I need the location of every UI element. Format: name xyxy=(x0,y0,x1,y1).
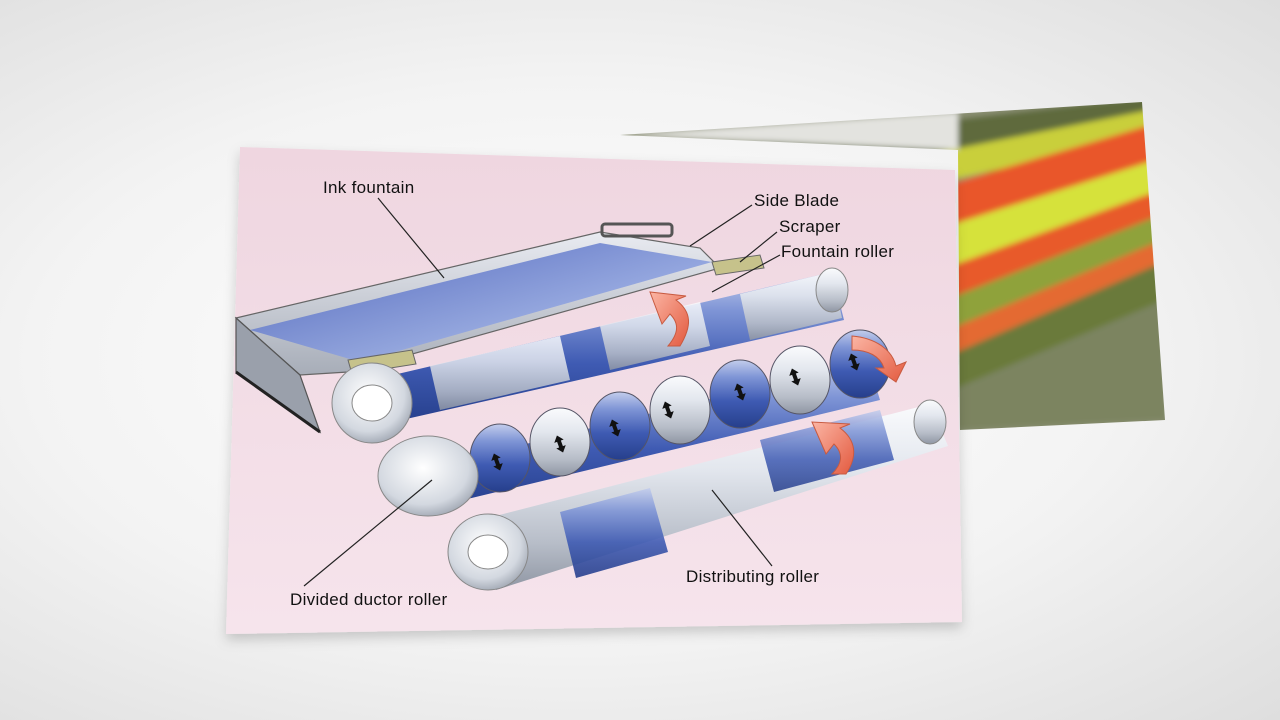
label-side-blade: Side Blade xyxy=(754,191,839,210)
label-ink-fountain: Ink fountain xyxy=(323,178,415,197)
label-fountain-roller: Fountain roller xyxy=(781,242,894,261)
label-scraper: Scraper xyxy=(779,217,841,236)
label-distributing-roller: Distributing roller xyxy=(686,567,819,586)
label-divided-ductor-roller: Divided ductor roller xyxy=(290,590,448,609)
